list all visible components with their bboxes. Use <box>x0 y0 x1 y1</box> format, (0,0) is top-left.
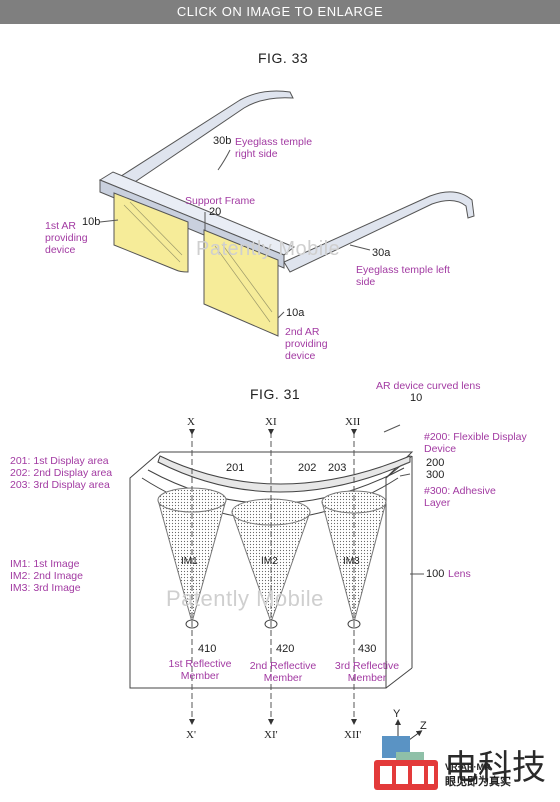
display-area-2-label: 202: 2nd Display area <box>10 467 113 479</box>
image-2-label: IM2: 2nd Image <box>10 570 83 582</box>
reflective-member-3-label: 3rd Reflective Member <box>334 660 400 684</box>
lens-title-number: 10 <box>410 392 423 404</box>
logo-line1: VR·AR·MR <box>445 762 491 772</box>
ref-201: 201 <box>226 462 245 474</box>
display-area-1-label: 201: 1st Display area <box>10 455 109 467</box>
ar-device-1-number: 10b <box>82 216 101 228</box>
lens-label: Lens <box>448 568 471 580</box>
temple-left-number: 30a <box>372 247 391 259</box>
ar-device-2-number: 10a <box>286 307 305 319</box>
ar-device-2-label: 2nd AR providing device <box>285 326 328 362</box>
temple-left-label: Eyeglass temple left side <box>356 264 450 288</box>
temple-right-side <box>117 90 294 189</box>
axis-xi-bottom: XI' <box>264 729 278 741</box>
coord-y: Y <box>393 708 401 720</box>
temple-right-label: Eyeglass temple right side <box>235 136 313 160</box>
axis-x-top: X <box>187 416 195 428</box>
lens-title-label: AR device curved lens <box>376 380 481 392</box>
reflective-member-2-label: 2nd Reflective Member <box>249 660 317 684</box>
im1-label: IM1 <box>181 556 198 567</box>
member-420-number: 420 <box>276 643 295 655</box>
display-area-3-label: 203: 3rd Display area <box>10 479 110 491</box>
support-frame-label: Support Frame <box>185 195 256 207</box>
ref-100: 100 <box>426 568 445 580</box>
flexible-display-label: #200: Flexible Display Device <box>424 431 527 455</box>
image-1-label: IM1: 1st Image <box>10 558 80 570</box>
vr-logo-mark <box>374 736 438 790</box>
enlarge-banner[interactable]: CLICK ON IMAGE TO ENLARGE <box>0 0 560 24</box>
ref-300: 300 <box>426 469 445 481</box>
axis-xii-bottom: XII' <box>344 729 362 741</box>
axis-x-bottom: X' <box>186 729 196 741</box>
logo-line2: 眼见即为真实 <box>445 776 511 788</box>
reflective-member-1-label: 1st Reflective Member <box>168 658 232 682</box>
support-frame-number: 20 <box>209 206 222 218</box>
watermark-top: Patently Mobile <box>196 238 341 260</box>
watermark-bottom: Patently Mobile <box>166 586 324 611</box>
curved-lens-drawing <box>129 424 424 749</box>
ref-200: 200 <box>426 457 445 469</box>
ref-202: 202 <box>298 462 317 474</box>
ref-203: 203 <box>328 462 347 474</box>
member-430-number: 430 <box>358 643 377 655</box>
axis-xii-top: XII <box>345 416 361 428</box>
temple-left-side <box>283 191 475 273</box>
ar-device-1-label: 1st AR providing device <box>45 220 88 256</box>
axis-xi-top: XI <box>265 416 277 428</box>
coord-z: Z <box>420 720 427 732</box>
image-3-label: IM3: 3rd Image <box>10 582 81 594</box>
fig33-title: FIG. 33 <box>258 50 309 66</box>
fig31-title: FIG. 31 <box>250 386 301 402</box>
adhesive-layer-label: #300: Adhesive Layer <box>424 485 496 509</box>
member-410-number: 410 <box>198 643 217 655</box>
eyeglasses-drawing <box>98 90 475 337</box>
temple-right-number: 30b <box>213 135 232 147</box>
im2-label: IM2 <box>261 556 278 567</box>
logo-chars: 电科技 <box>444 749 546 787</box>
im3-label: IM3 <box>343 556 360 567</box>
